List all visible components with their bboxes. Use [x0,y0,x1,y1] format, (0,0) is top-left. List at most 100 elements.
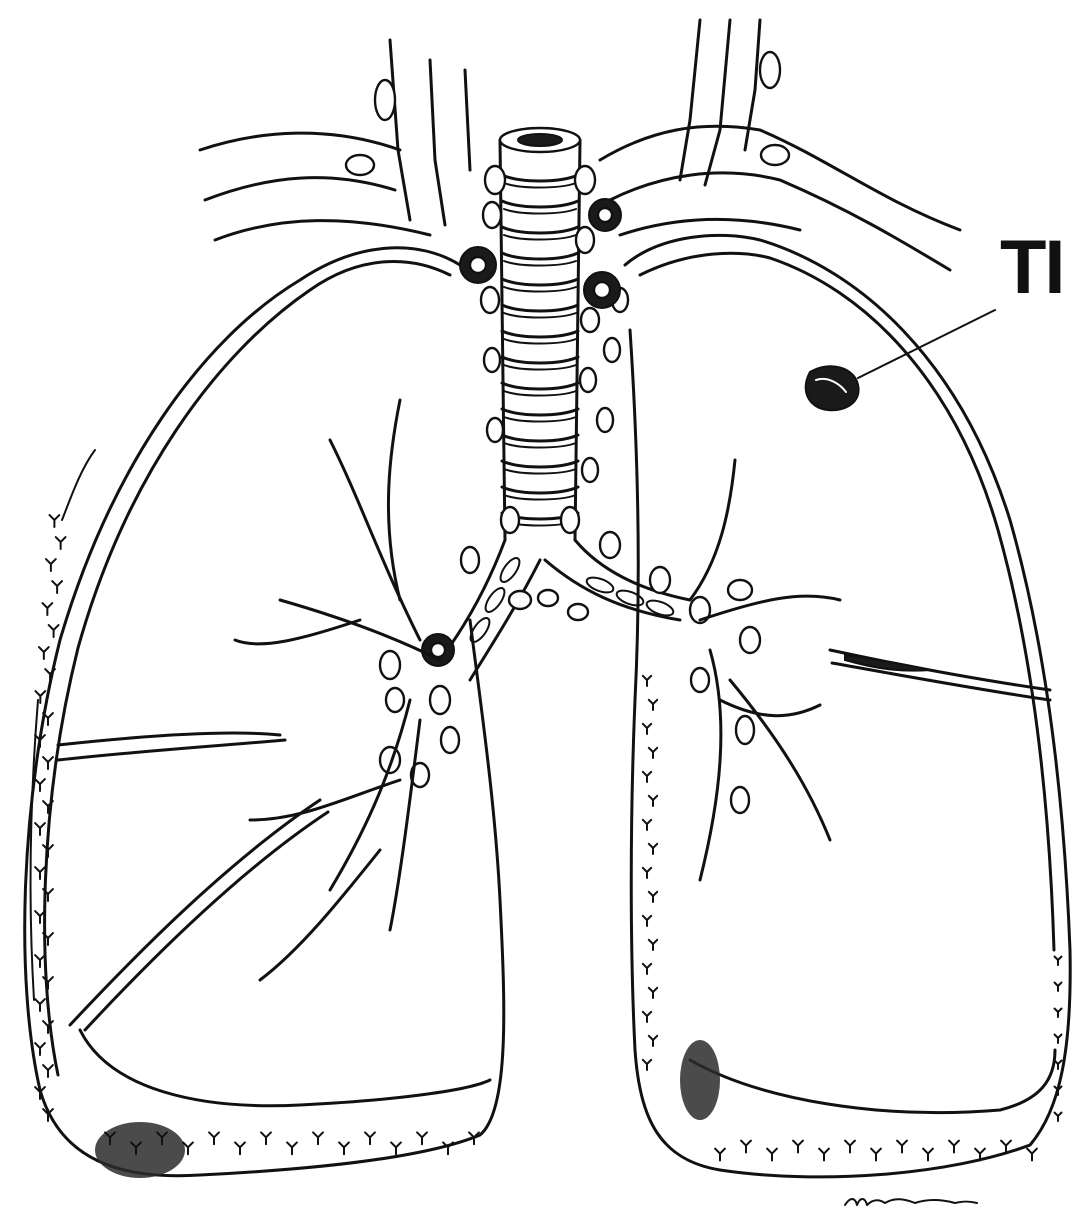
label-pointer-line [858,310,995,378]
capillary-mark [949,1141,959,1153]
trachea-ring-shadow [504,313,576,318]
trachea-ring-shadow [504,417,576,422]
lymph-node [582,458,598,482]
capillary-mark [643,676,651,686]
capillary-mark [819,1149,829,1161]
trachea-ring-shadow [504,469,576,474]
lymph-node [485,166,505,194]
capillary-mark [42,603,52,615]
capillary-mark [643,820,651,830]
capillary-mark [35,1043,45,1055]
capillary-mark [45,669,55,681]
lymph-node [538,590,558,606]
capillary-mark [649,844,657,854]
trachea-ring-shadow [504,209,576,214]
trachea-ring [502,357,578,363]
trachea-ring-shadow [504,261,576,266]
lymph-node [604,338,620,362]
capillary-mark [649,892,657,902]
lymph-node [576,227,594,253]
capillary-mark [365,1132,375,1144]
tumor-mass [806,366,859,410]
capillary-mark [49,625,59,637]
capillary-mark [1055,957,1062,966]
lymph-node [430,686,450,714]
capillary-mark [1055,1061,1062,1070]
trachea-ring [502,331,578,337]
lymph-node [509,591,531,609]
trachea-ring-shadow [504,391,576,396]
capillary-mark [643,1060,651,1070]
trachea-ring [502,461,578,467]
lymph-node [580,368,596,392]
capillary-mark [643,724,651,734]
capillary-mark [43,977,53,989]
capillary-mark [643,916,651,926]
capillary-mark [43,1065,53,1077]
trachea-ring-shadow [504,495,576,500]
capillary-mark [649,700,657,710]
airway-branches [235,400,840,980]
capillary-mark [35,955,45,967]
lymph-node [597,408,613,432]
trachea-ring-shadow [504,183,576,188]
trachea-ring [502,201,578,207]
bronchus-ring [645,598,675,619]
trachea-ring-shadow [504,287,576,292]
capillary-mark [643,868,651,878]
bronchus-ring [497,555,523,585]
lymph-node [575,166,595,194]
capillary-mark [643,964,651,974]
capillary-mark [261,1132,271,1144]
capillary-mark [287,1142,297,1154]
capillary-mark [52,581,62,593]
lymph-node [380,651,400,679]
lymph-node [501,507,519,533]
lymph-node [461,547,479,573]
capillary-mark [43,757,53,769]
capillary-mark [209,1132,219,1144]
capillary-mark [1055,1035,1062,1044]
lymph-node [561,507,579,533]
capillary-mark [649,940,657,950]
capillary-mark [649,988,657,998]
lymph-node [483,202,501,228]
capillary-mark [417,1132,427,1144]
lymph-node [691,668,709,692]
right-lung [25,248,504,1178]
capillary-mark [50,515,60,527]
capillary-mark [845,1141,855,1153]
capillary-mark [235,1142,245,1154]
capillary-mark [313,1132,323,1144]
capillary-mark [793,1141,803,1153]
trachea-ring-shadow [504,365,576,370]
trachea-ring [502,383,578,389]
capillary-mark [35,999,45,1011]
stage-label: TI [1000,230,1064,306]
capillary-mark [35,779,45,791]
bronchus-ring [482,585,508,615]
trachea-ring-shadow [504,339,576,344]
capillary-mark [715,1149,725,1161]
trachea-ring [502,175,578,181]
capillary-mark [871,1149,881,1161]
capillary-mark [649,748,657,758]
lymph-node [484,348,500,372]
capillary-mark [35,691,45,703]
capillary-mark [923,1149,933,1161]
lymph-node [386,688,404,712]
lymph-node [728,580,752,600]
lymph-node [568,604,588,620]
capillary-mark [643,1012,651,1022]
lymph-node [650,567,670,593]
capillary-mark [39,647,49,659]
trachea-ring [502,305,578,311]
lymph-node [581,308,599,332]
trachea-ring [502,227,578,233]
capillary-mark [35,867,45,879]
trachea-ring [502,253,578,259]
trachea-ring-shadow [504,443,576,448]
capillary-mark [56,537,66,549]
